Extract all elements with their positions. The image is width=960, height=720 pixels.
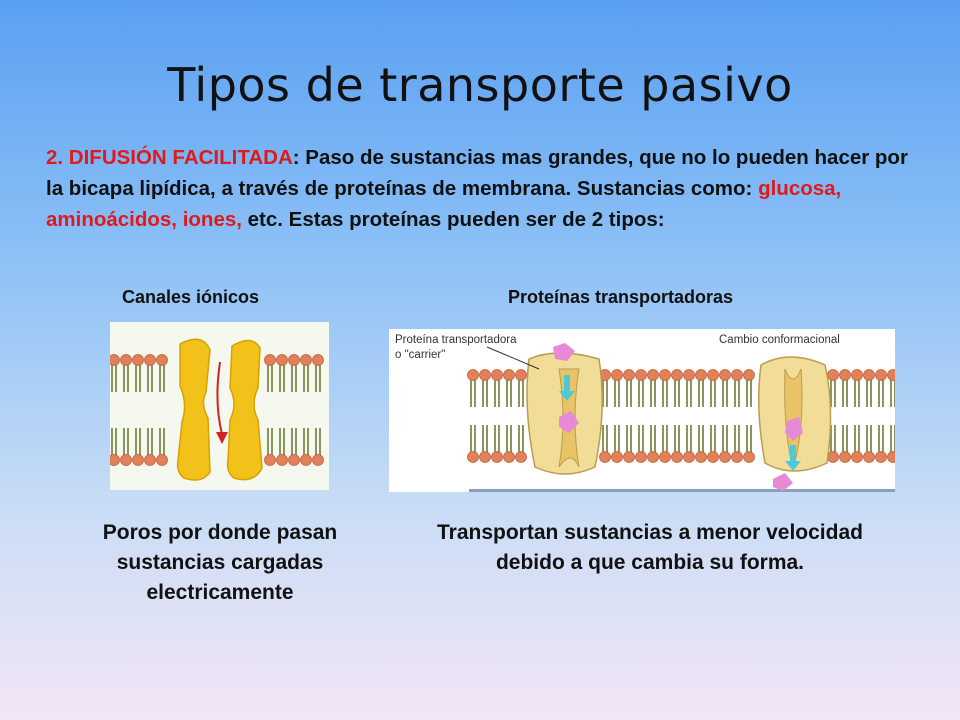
cyan-arrow-icon: [790, 445, 796, 461]
lipid-head: [288, 454, 300, 466]
lipid-head: [635, 369, 647, 381]
lipid-head: [719, 451, 731, 463]
slide-title: Tipos de transporte pasivo: [167, 58, 793, 112]
ion-flow-arrow-head: [216, 432, 228, 444]
intro-examples: glucosa, aminoácidos, iones,: [46, 177, 842, 231]
lipid-head: [671, 451, 683, 463]
lipid-head: [887, 369, 895, 381]
lipid-head: [719, 369, 731, 381]
lipid-head: [827, 451, 839, 463]
lipid-head: [479, 369, 491, 381]
lipid-head: [110, 354, 120, 366]
carrier-protein-label: Proteínas transportadoras: [508, 287, 734, 307]
lipid-bilayer: [467, 369, 895, 463]
lipid-head: [276, 354, 288, 366]
lipid-head: [743, 369, 755, 381]
lipid-head: [671, 369, 683, 381]
lipid-head: [887, 451, 895, 463]
lipid-head: [647, 369, 659, 381]
carrier-protein-illustration: Proteína transportadora o "carrier" Camb…: [389, 329, 895, 492]
lipid-head: [156, 454, 168, 466]
channel-protein-left: [176, 338, 211, 481]
lipid-head: [683, 451, 695, 463]
lipid-head: [707, 451, 719, 463]
lipid-head: [120, 454, 132, 466]
lipid-head: [623, 369, 635, 381]
ion-flow-arrow-line: [216, 361, 223, 435]
lipid-head: [659, 451, 671, 463]
lipid-head: [300, 454, 312, 466]
lipid-head: [695, 451, 707, 463]
lipid-head: [731, 451, 743, 463]
lipid-head: [132, 454, 144, 466]
lipid-head: [659, 369, 671, 381]
intro-paragraph: 2. DIFUSIÓN FACILITADA: Paso de sustanci…: [46, 142, 926, 235]
label-pointer: [486, 346, 540, 370]
ion-channel-illustration: [110, 322, 329, 490]
lipid-head: [635, 451, 647, 463]
lipid-head: [743, 451, 755, 463]
intro-heading: 2. DIFUSIÓN FACILITADA: [46, 146, 293, 169]
lipid-head: [839, 369, 851, 381]
lipid-head: [467, 369, 479, 381]
lipid-head: [875, 451, 887, 463]
lipid-head: [312, 354, 324, 366]
lipid-head: [695, 369, 707, 381]
particle-icon: [773, 473, 793, 491]
lipid-head: [623, 451, 635, 463]
channel-protein-right: [226, 339, 263, 481]
lipid-head: [132, 354, 144, 366]
lipid-head: [479, 451, 491, 463]
lipid-head: [611, 451, 623, 463]
lipid-head: [851, 451, 863, 463]
ion-channel-label: Canales iónicos: [122, 287, 260, 307]
ion-channel-caption: Poros por donde pasan sustancias cargada…: [102, 521, 338, 604]
cyan-arrow-icon: [564, 375, 570, 391]
particle-icon: [559, 411, 579, 433]
lipid-bilayer: [110, 354, 324, 466]
intro-text-1: : Paso de sustancias mas grandes, que no…: [46, 146, 908, 200]
lipid-head: [851, 369, 863, 381]
lipid-head: [144, 354, 156, 366]
carrier-protein-svg: Proteína transportadora o "carrier" Camb…: [389, 329, 895, 492]
lipid-head: [503, 451, 515, 463]
lipid-head: [264, 454, 276, 466]
lipid-head: [144, 454, 156, 466]
lipid-head: [611, 369, 623, 381]
lipid-head: [875, 369, 887, 381]
lipid-head: [312, 454, 324, 466]
lipid-head: [515, 451, 527, 463]
lipid-head: [491, 451, 503, 463]
lipid-head: [731, 369, 743, 381]
lipid-head: [491, 369, 503, 381]
lipid-head: [707, 369, 719, 381]
figure-label-carrier-2: o "carrier": [395, 349, 445, 361]
lipid-head: [120, 354, 132, 366]
lipid-head: [839, 451, 851, 463]
lipid-head: [683, 369, 695, 381]
lipid-head: [276, 454, 288, 466]
lipid-head: [863, 451, 875, 463]
lipid-head: [110, 454, 120, 466]
lipid-head: [288, 354, 300, 366]
ion-channel-svg: [110, 322, 329, 490]
lipid-head: [264, 354, 276, 366]
figure-label-change: Cambio conformacional: [719, 334, 840, 346]
particle-icon: [785, 417, 803, 441]
lipid-head: [300, 354, 312, 366]
carrier-protein-caption: Transportan sustancias a menor velocidad…: [437, 521, 863, 574]
figure-label-carrier-1: Proteína transportadora: [395, 334, 517, 346]
lipid-head: [647, 451, 659, 463]
lipid-head: [863, 369, 875, 381]
lipid-head: [503, 369, 515, 381]
intro-text-2: etc. Estas proteínas pueden ser de 2 tip…: [241, 208, 665, 231]
lipid-head: [827, 369, 839, 381]
lipid-head: [599, 451, 611, 463]
lipid-head: [467, 451, 479, 463]
particle-icon: [553, 343, 575, 361]
lipid-head: [515, 369, 527, 381]
lipid-head: [156, 354, 168, 366]
